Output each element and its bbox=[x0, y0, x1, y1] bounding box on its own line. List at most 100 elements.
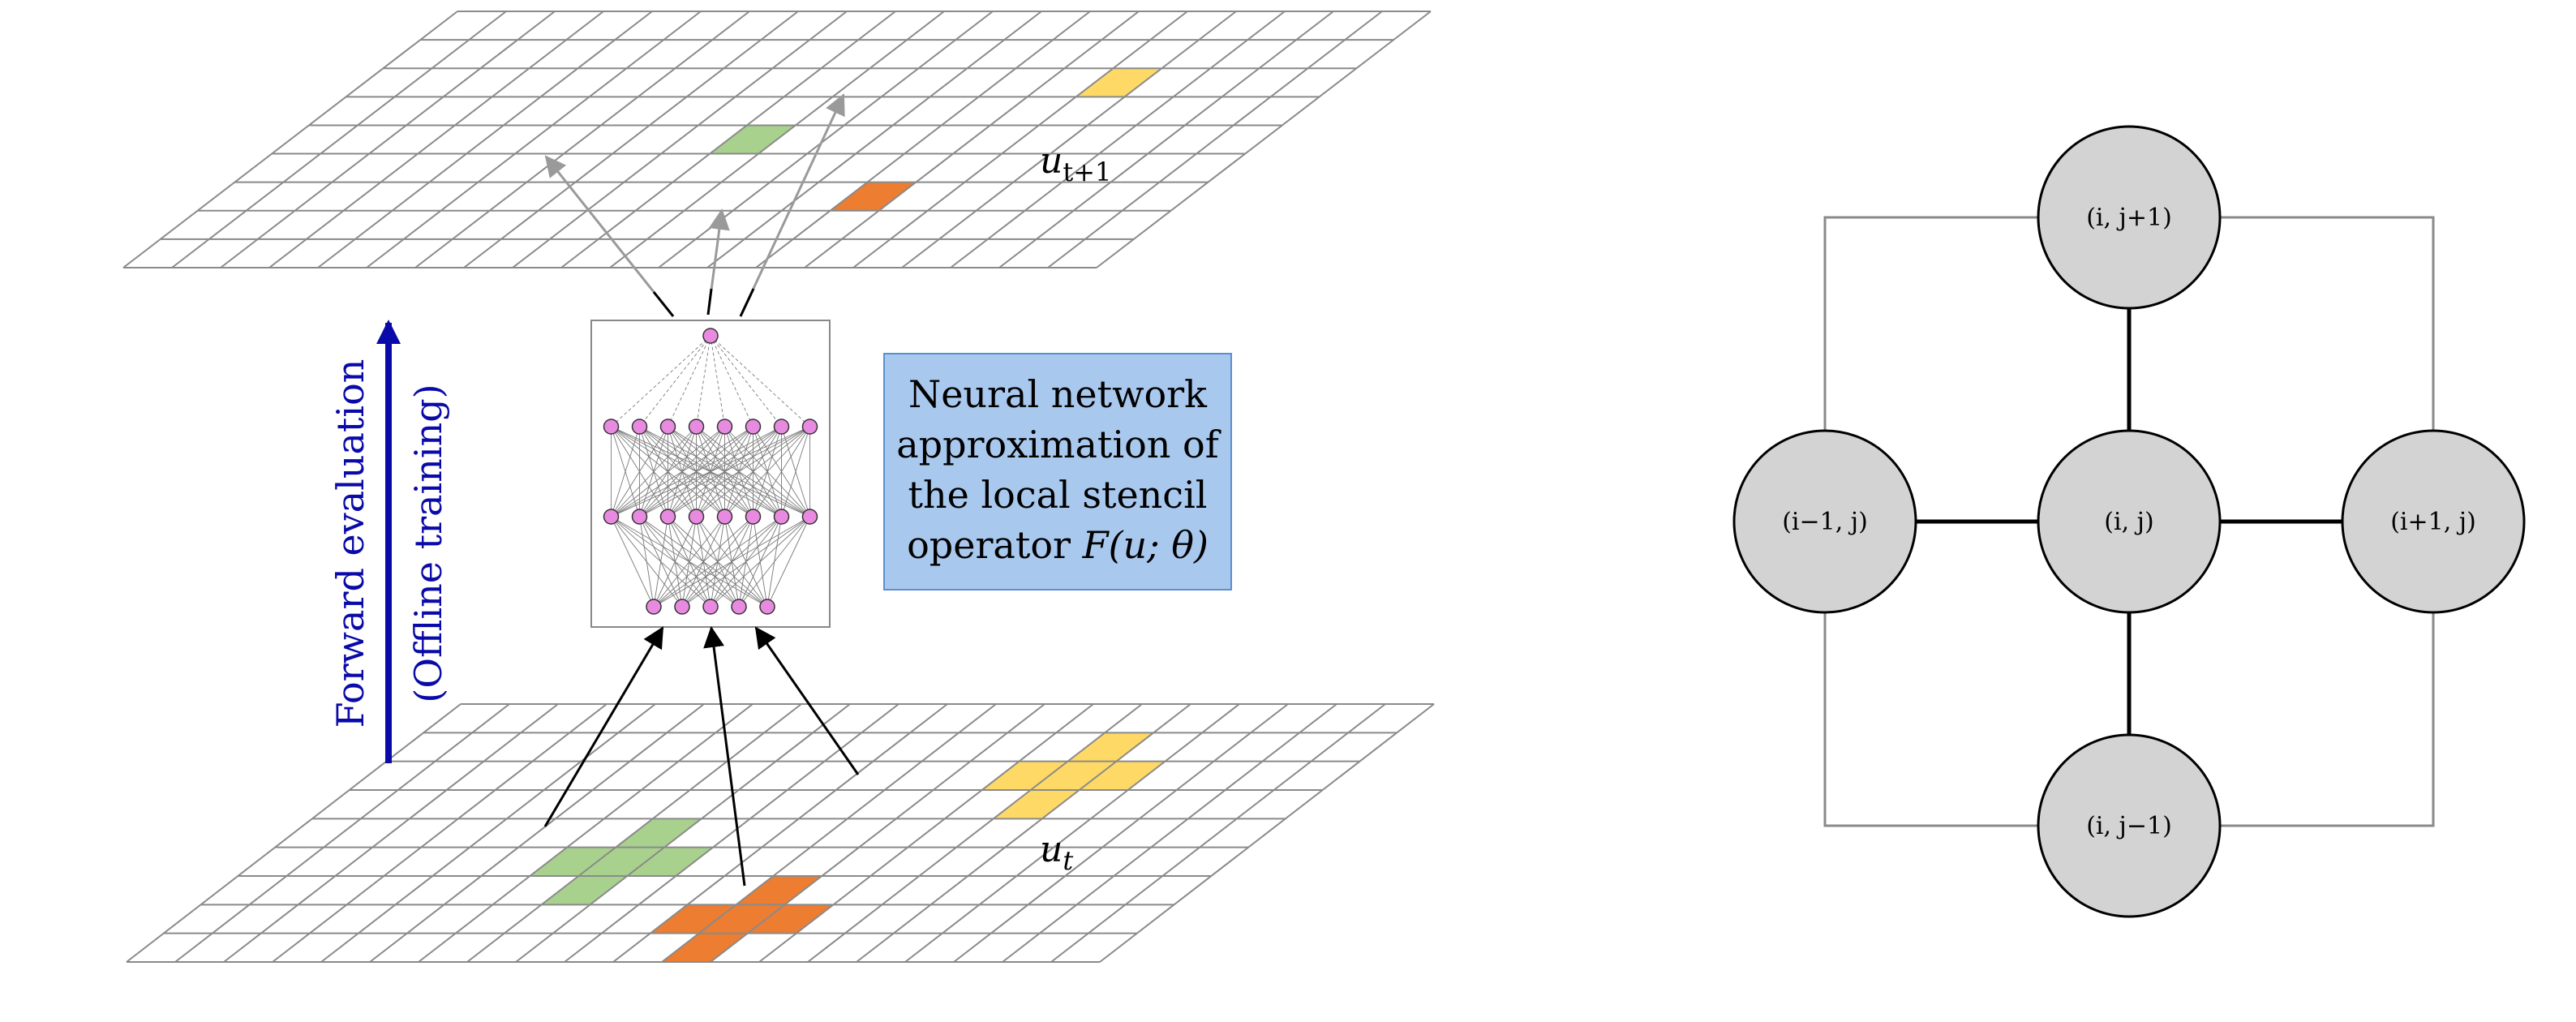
top-grid-column-line bbox=[268, 11, 604, 268]
top-grid-highlights bbox=[710, 68, 1162, 211]
input-arrow-yellow bbox=[754, 626, 860, 775]
bottom-grid-column-line bbox=[126, 703, 462, 963]
bottom-grid-column-line bbox=[515, 703, 851, 963]
network-connection bbox=[710, 516, 810, 608]
neuron-layer-2 bbox=[631, 419, 648, 435]
input-arrow-green bbox=[543, 626, 664, 827]
bottom-grid-column-line bbox=[223, 703, 559, 963]
bottom-grid-column-line bbox=[758, 703, 1094, 963]
neuron-layer-3 bbox=[745, 509, 762, 525]
neuron-layer-2 bbox=[716, 419, 733, 435]
network-frame bbox=[590, 320, 831, 628]
bottom-grid-column-line bbox=[418, 703, 753, 963]
output-arrow-green bbox=[544, 155, 675, 317]
green-output-cell bbox=[710, 125, 796, 154]
top-grid-column-line bbox=[998, 11, 1334, 268]
neuron-layer-3 bbox=[688, 509, 705, 525]
yellow-stencil-cell bbox=[981, 761, 1068, 790]
bottom-grid-highlights bbox=[530, 732, 1166, 962]
bottom-grid bbox=[126, 703, 1435, 963]
top-grid-column-line bbox=[220, 11, 556, 268]
network-connection bbox=[681, 516, 810, 608]
top-grid-column-line bbox=[609, 11, 945, 268]
orange-stencil-cell bbox=[747, 904, 834, 934]
bottom-grid-column-line bbox=[1002, 703, 1337, 963]
forward-evaluation-label: Forward evaluation bbox=[328, 359, 372, 728]
neuron-layer-4 bbox=[674, 599, 690, 615]
top-grid-label: ut+1 bbox=[1040, 140, 1111, 187]
top-grid-column-line bbox=[950, 11, 1286, 268]
bottom-grid-column-line bbox=[564, 703, 899, 963]
network-connection bbox=[781, 426, 810, 517]
network-connection bbox=[766, 516, 810, 608]
top-grid-column-line bbox=[706, 11, 1042, 268]
network-connection bbox=[611, 426, 668, 517]
nn-caption-line-1: Neural network bbox=[908, 372, 1208, 416]
network-connection bbox=[611, 426, 697, 517]
node-top-circle bbox=[2037, 125, 2222, 310]
neuron-layer-2 bbox=[688, 419, 705, 435]
neuron-layer-2 bbox=[773, 419, 790, 435]
node-left-label: (i−1, j) bbox=[1782, 508, 1868, 536]
node-right-circle bbox=[2341, 429, 2526, 614]
neuron-layer-3 bbox=[801, 509, 818, 525]
green-stencil-cell bbox=[578, 847, 665, 876]
bottom-grid-column-line bbox=[272, 703, 608, 963]
bottom-grid-column-line bbox=[807, 703, 1143, 963]
bottom-grid-column-line bbox=[174, 703, 510, 963]
network-connection bbox=[710, 335, 725, 427]
top-grid-column-line bbox=[463, 11, 799, 268]
network-neurons bbox=[603, 328, 818, 615]
bottom-grid-label-sub: t bbox=[1063, 845, 1073, 876]
neuron-layer-2 bbox=[659, 419, 676, 435]
top-grid-column-line bbox=[658, 11, 994, 268]
top-grid-column-line bbox=[804, 11, 1140, 268]
bottom-grid-label-base: u bbox=[1040, 829, 1063, 870]
orange-output-cell bbox=[830, 182, 917, 211]
network-connection bbox=[611, 426, 640, 517]
neuron-layer-3 bbox=[773, 509, 790, 525]
node-bottom-circle bbox=[2037, 733, 2222, 918]
network-connection bbox=[696, 335, 711, 427]
yellow-stencil-cell bbox=[993, 790, 1080, 819]
top-grid-label-base: u bbox=[1040, 140, 1063, 182]
node-top: (i, j+1) bbox=[2037, 125, 2222, 310]
neuron-layer-2 bbox=[603, 419, 620, 435]
node-left-circle bbox=[1732, 429, 1917, 614]
network-connection bbox=[639, 426, 810, 517]
nn-caption-line-4: operator F(u; θ) bbox=[907, 523, 1209, 567]
top-grid-lines bbox=[122, 11, 1432, 268]
bottom-grid-lines bbox=[126, 703, 1435, 963]
node-center-label: (i, j) bbox=[2104, 508, 2153, 536]
network-connection bbox=[710, 335, 782, 427]
network-connection bbox=[738, 516, 810, 608]
neuron-layer-3 bbox=[631, 509, 648, 525]
offline-training-label: (Offline training) bbox=[406, 384, 450, 702]
nn-caption-line-3: the local stencil bbox=[908, 473, 1207, 517]
yellow-stencil-cell bbox=[1067, 732, 1154, 762]
network-connection bbox=[653, 516, 753, 608]
green-stencil-cell bbox=[541, 876, 628, 905]
nn-caption-formula: F(u; θ) bbox=[1082, 523, 1209, 567]
nn-caption-line-2: approximation of bbox=[896, 423, 1221, 466]
network-connection bbox=[653, 516, 810, 608]
network-connection bbox=[611, 426, 725, 517]
bottom-grid-column-line bbox=[369, 703, 705, 963]
orange-stencil-cell bbox=[698, 904, 785, 934]
green-stencil-cell bbox=[616, 818, 702, 848]
top-grid-column-line bbox=[1096, 11, 1432, 268]
bottom-grid-column-line bbox=[661, 703, 997, 963]
neuron-layer-2 bbox=[745, 419, 762, 435]
neuron-layer-4 bbox=[731, 599, 747, 615]
network-connection bbox=[724, 426, 810, 517]
node-center-circle bbox=[2037, 429, 2222, 614]
bottom-grid-label: ut bbox=[1040, 829, 1073, 876]
top-grid-column-line bbox=[171, 11, 507, 268]
top-grid-column-line bbox=[366, 11, 702, 268]
stencil-graph: (i, j+1) (i−1, j) (i, j) (i+1, j) (i, j−… bbox=[1732, 125, 2526, 918]
node-top-label: (i, j+1) bbox=[2086, 204, 2172, 232]
output-arrow-yellow-stub bbox=[739, 288, 755, 317]
bottom-grid-column-line bbox=[904, 703, 1240, 963]
yellow-stencil-cell bbox=[1030, 761, 1117, 790]
